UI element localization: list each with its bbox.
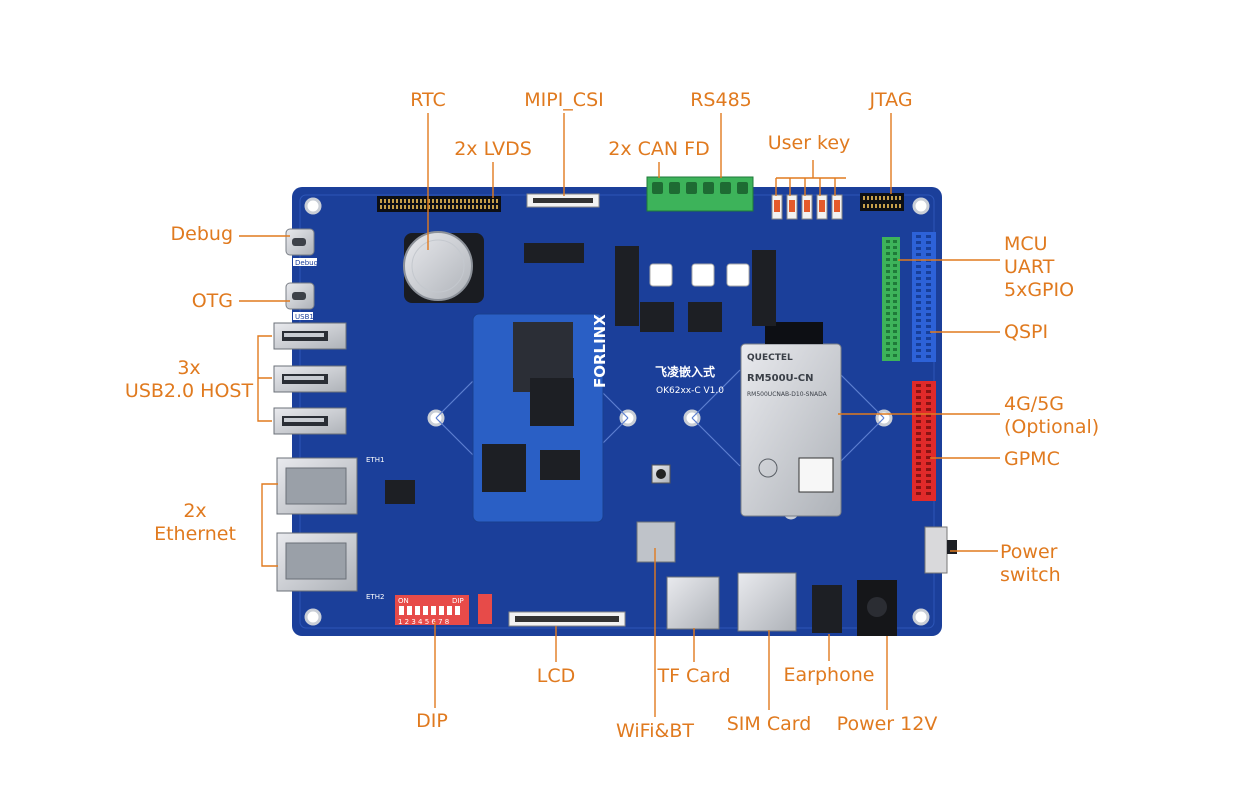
mcu-uart-gpio-header bbox=[882, 237, 900, 361]
label-power-12v: Power 12V bbox=[836, 713, 938, 735]
dip-numbers: 1 2 3 4 5 6 7 8 bbox=[398, 618, 449, 626]
callout-lines bbox=[239, 113, 1000, 717]
user-keys bbox=[771, 194, 843, 220]
usb1-silkscreen: USB1 bbox=[295, 313, 314, 321]
usb-host-ports bbox=[273, 322, 347, 435]
eth1-silkscreen: ETH1 bbox=[366, 456, 384, 464]
qspi-header bbox=[912, 232, 936, 362]
label-gpmc: GPMC bbox=[1004, 448, 1060, 470]
small-dip-switch bbox=[478, 594, 492, 624]
module-model: RM500U-CN bbox=[747, 373, 814, 384]
label-earphone: Earphone bbox=[783, 664, 875, 686]
label-user-key: User key bbox=[767, 132, 851, 154]
sim-card-slot bbox=[737, 572, 797, 632]
label-rtc: RTC bbox=[410, 89, 446, 111]
tf-card-slot bbox=[666, 576, 720, 630]
jtag-header bbox=[860, 193, 904, 211]
label-qspi: QSPI bbox=[1004, 321, 1049, 343]
module-brand: QUECTEL bbox=[747, 353, 793, 363]
ics bbox=[385, 243, 776, 504]
label-otg: OTG bbox=[191, 290, 233, 312]
wifi-bt-module bbox=[636, 521, 676, 563]
user-key-button bbox=[786, 194, 798, 220]
ethernet-ports bbox=[276, 457, 358, 592]
lvds-header bbox=[377, 196, 501, 212]
label-tf-card: TF Card bbox=[657, 665, 731, 687]
gpmc-header bbox=[912, 381, 936, 501]
earphone-jack bbox=[812, 585, 842, 633]
label-jtag: JTAG bbox=[869, 89, 913, 111]
label-can-fd: 2x CAN FD bbox=[608, 138, 710, 160]
label-debug: Debug bbox=[170, 223, 233, 245]
user-key-button bbox=[816, 194, 828, 220]
user-key-button bbox=[831, 194, 843, 220]
user-key-button bbox=[801, 194, 813, 220]
modem-module bbox=[740, 322, 842, 517]
module-sub: RM500UCNAB-D10-SNADA bbox=[747, 391, 828, 398]
label-wifi-bt: WiFi&BT bbox=[616, 720, 694, 742]
silk-lines bbox=[435, 369, 885, 467]
eth2-silkscreen: ETH2 bbox=[366, 593, 384, 601]
label-dip: DIP bbox=[416, 710, 448, 732]
user-key-button bbox=[771, 194, 783, 220]
dip-on-silk: ON bbox=[398, 597, 409, 605]
debug-silkscreen: Debug bbox=[295, 259, 318, 267]
forlinx-logo: FORLINX bbox=[591, 314, 609, 388]
can-fd-terminal bbox=[646, 176, 754, 212]
label-mipi-csi: MIPI_CSI bbox=[524, 89, 604, 111]
forlinx-cn: 飞凌嵌入式 bbox=[655, 364, 715, 379]
label-lvds: 2x LVDS bbox=[454, 138, 532, 160]
label-rs485: RS485 bbox=[690, 89, 752, 111]
board-model: OK62xx-C V1.0 bbox=[656, 386, 724, 396]
power-switch bbox=[924, 526, 948, 574]
can-transceivers bbox=[649, 263, 750, 287]
dip-silk: DIP bbox=[452, 597, 464, 605]
core-module bbox=[472, 313, 604, 523]
label-lcd: LCD bbox=[536, 665, 576, 687]
rtc-battery bbox=[403, 231, 484, 303]
label-sim-card: SIM Card bbox=[726, 713, 812, 735]
label-modem: 4G/5G(Optional) bbox=[1004, 393, 1100, 438]
